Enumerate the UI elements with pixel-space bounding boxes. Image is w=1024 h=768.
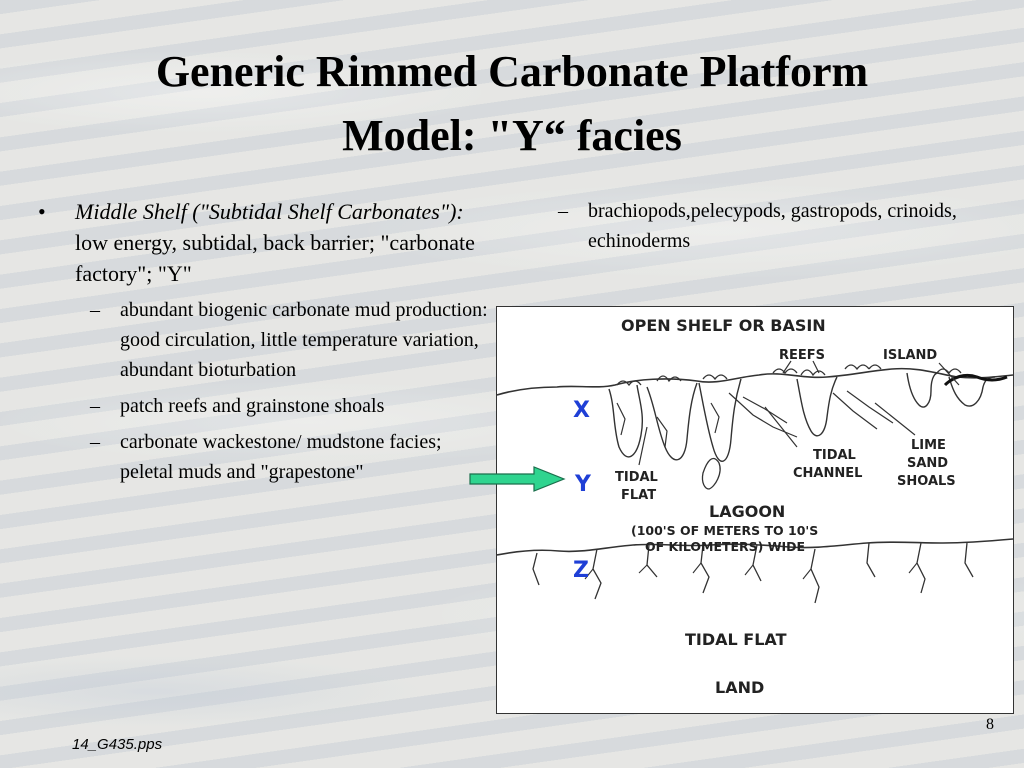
- platform-diagram: OPEN SHELF OR BASIN REEFS ISLAND TIDAL F…: [496, 306, 1014, 714]
- file-name: 14_G435.pps: [72, 736, 163, 753]
- lagoon-shoreline: [497, 538, 1013, 556]
- reef-body-2: [646, 382, 698, 461]
- bullet-marker: •: [38, 199, 46, 224]
- page-number: 8: [986, 716, 994, 733]
- right-column: – brachiopods,pelecypods, gastropods, cr…: [540, 196, 990, 256]
- dash-marker: –: [558, 200, 568, 222]
- letter-z: Z: [573, 558, 589, 583]
- label-reefs: REEFS: [779, 348, 825, 363]
- label-shoals: SHOALS: [897, 474, 956, 489]
- label-land: LAND: [715, 678, 764, 697]
- letter-x: X: [573, 398, 590, 423]
- label-tidal-channel-1: TIDAL: [813, 448, 856, 463]
- reef-body-1: [608, 384, 644, 458]
- reef-caps: [616, 364, 962, 387]
- label-flat-top: FLAT: [621, 488, 656, 503]
- tidal-channels: [616, 390, 894, 448]
- label-lime: LIME: [911, 438, 946, 453]
- slide-title: Generic Rimmed Carbonate Platform Model:…: [0, 40, 1024, 168]
- sub-bullet-text: patch reefs and grainstone shoals: [120, 395, 385, 417]
- sub-bullet-fauna: – brachiopods,pelecypods, gastropods, cr…: [540, 196, 990, 256]
- label-open-shelf: OPEN SHELF OR BASIN: [621, 316, 826, 335]
- bullet-heading: Middle Shelf ("Subtidal Shelf Carbonates…: [75, 199, 464, 224]
- reef-body-5: [906, 372, 938, 408]
- platform-margin-line: [497, 367, 1013, 396]
- sub-bullet-3: – carbonate wackestone/ mudstone facies;…: [30, 427, 492, 487]
- sub-bullet-text: brachiopods,pelecypods, gastropods, crin…: [588, 200, 957, 252]
- tidal-flat-branches: [584, 562, 918, 580]
- label-sand: SAND: [907, 456, 948, 471]
- main-bullet: • Middle Shelf ("Subtidal Shelf Carbonat…: [30, 196, 492, 289]
- bullet-text: low energy, subtidal, back barrier; "car…: [75, 230, 475, 286]
- platform-diagram-svg: OPEN SHELF OR BASIN REEFS ISLAND TIDAL F…: [497, 316, 1013, 697]
- sub-bullet-2: – patch reefs and grainstone shoals: [30, 391, 492, 421]
- label-island: ISLAND: [883, 348, 937, 363]
- tidal-flat-islet: [701, 457, 721, 490]
- title-line-1: Generic Rimmed Carbonate Platform: [155, 47, 869, 96]
- letter-y: Y: [574, 472, 592, 497]
- reef-body-3: [698, 378, 742, 462]
- sub-bullet-text: abundant biogenic carbonate mud producti…: [120, 299, 488, 381]
- label-tidal-flat-top: TIDAL: [615, 470, 658, 485]
- label-lagoon-width-1: (100'S OF METERS TO 10'S: [631, 523, 818, 538]
- title-line-2: Model: "Y“ facies: [342, 111, 682, 160]
- label-tidal-channel-2: CHANNEL: [793, 466, 862, 481]
- label-lagoon-width-2: OF KILOMETERS) WIDE: [645, 539, 805, 554]
- label-tidal-flat: TIDAL FLAT: [685, 630, 787, 649]
- reef-body-4: [796, 376, 838, 437]
- sub-bullet-1: – abundant biogenic carbonate mud produc…: [30, 295, 492, 385]
- pointer-arrow-icon: [469, 466, 566, 492]
- left-column: • Middle Shelf ("Subtidal Shelf Carbonat…: [30, 196, 492, 487]
- dash-marker: –: [90, 431, 100, 453]
- dash-marker: –: [90, 395, 100, 417]
- label-lagoon: LAGOON: [709, 502, 785, 521]
- dash-marker: –: [90, 299, 100, 321]
- sub-bullet-text: carbonate wackestone/ mudstone facies; p…: [120, 431, 442, 483]
- leader-lines: [638, 360, 960, 466]
